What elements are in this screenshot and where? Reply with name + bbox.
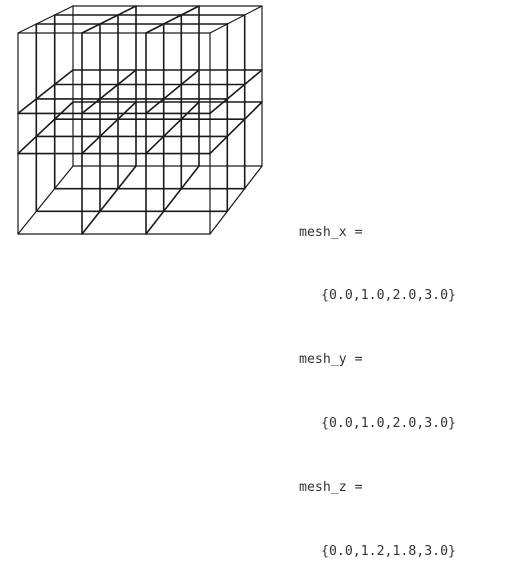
- mesh-edge-y: [209, 69, 263, 115]
- mesh-edge-y: [145, 5, 200, 34]
- mesh-edge-y: [145, 165, 200, 235]
- mesh-edge-y: [145, 101, 200, 155]
- mesh-edge-y: [145, 69, 200, 115]
- mesh-edge-y: [81, 165, 137, 235]
- mesh-edge-y: [209, 101, 263, 155]
- mesh-edge-y: [209, 165, 263, 235]
- mesh-edge-y: [81, 69, 137, 115]
- mesh-definition-code: mesh_x = {0.0,1.0,2.0,3.0} mesh_y = {0.0…: [299, 179, 456, 584]
- mesh-edge-y: [17, 101, 74, 155]
- mesh-x-value: {0.0,1.0,2.0,3.0}: [321, 288, 456, 304]
- mesh-x-label: mesh_x =: [299, 224, 363, 240]
- mesh-cube-diagram: [17, 5, 263, 235]
- mesh-z-label: mesh_z =: [299, 480, 363, 496]
- mesh-edge-y: [17, 5, 74, 34]
- mesh-edge-y: [209, 5, 263, 34]
- mesh-y-value: {0.0,1.0,2.0,3.0}: [321, 416, 456, 432]
- mesh-y-label: mesh_y =: [299, 352, 363, 368]
- mesh-edge-y: [81, 101, 137, 155]
- mesh-edge-y: [17, 165, 74, 235]
- mesh-edge-y: [17, 69, 74, 115]
- mesh-z-value: {0.0,1.2,1.8,3.0}: [321, 544, 456, 560]
- mesh-edge-y: [81, 5, 137, 34]
